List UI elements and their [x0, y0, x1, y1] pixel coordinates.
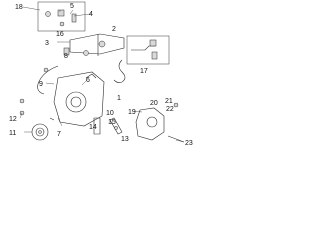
- callout-10: 10: [106, 110, 114, 117]
- callout-labels: 18 5 4 16 2 3 8 17 6 9 1 12 11 7 10 15 1…: [9, 3, 193, 147]
- inset-box-16: [37, 1, 86, 32]
- callout-23: 23: [185, 140, 193, 147]
- outlet-housing: [135, 102, 185, 143]
- callout-8: 8: [64, 53, 68, 60]
- callout-9: 9: [39, 81, 43, 88]
- callout-5-top: 5: [70, 3, 74, 10]
- leader-lines: [19, 6, 185, 143]
- sensor-group: [93, 117, 123, 135]
- pulley: [31, 123, 49, 141]
- callout-4: 4: [89, 11, 93, 18]
- callout-13: 13: [121, 136, 129, 143]
- callout-17: 17: [140, 68, 148, 75]
- callout-16: 16: [56, 31, 64, 38]
- callout-14: 14: [89, 124, 97, 131]
- callout-11: 11: [9, 130, 16, 137]
- left-small-parts: [19, 98, 55, 121]
- callout-1: 1: [117, 95, 121, 102]
- callout-18: 18: [15, 4, 23, 11]
- callout-12: 12: [9, 116, 17, 123]
- thermostat-housing-assembly: [63, 33, 125, 56]
- cooling-system-parts-diagram: 18 5 4 16 2 3 8 17 6 9 1 12 11 7 10 15 1…: [9, 1, 193, 147]
- gasket-loop: [113, 59, 126, 83]
- callout-2: 2: [112, 26, 116, 33]
- callout-19: 19: [128, 109, 136, 116]
- water-pump-body: [53, 71, 105, 127]
- callout-21: 21: [165, 98, 173, 105]
- coolant-hose: [37, 65, 59, 95]
- inset-box-17: [126, 35, 170, 65]
- callout-20: 20: [150, 100, 158, 107]
- callout-15: 15: [108, 119, 116, 126]
- callout-7: 7: [57, 131, 61, 138]
- callout-3: 3: [45, 40, 49, 47]
- callout-6: 6: [86, 77, 90, 84]
- callout-22: 22: [166, 106, 174, 113]
